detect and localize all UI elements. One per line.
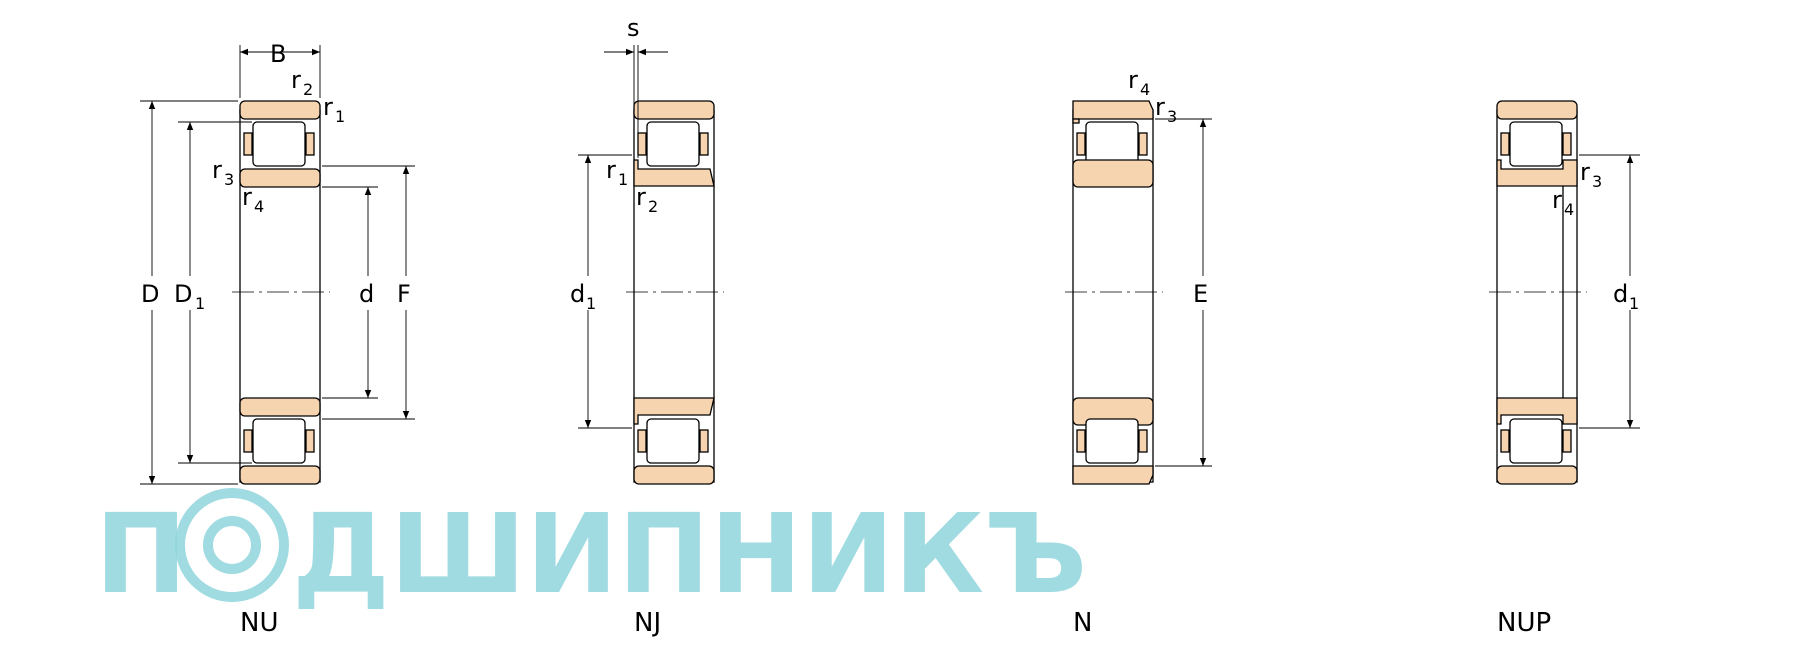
svg-text:2: 2	[303, 80, 313, 99]
svg-text:4: 4	[254, 197, 264, 216]
watermark-text: ДШИПНИКЪ	[292, 490, 1087, 618]
svg-text:1: 1	[335, 107, 345, 126]
watermark-letter: П	[95, 490, 187, 618]
n-inner-ring-top	[1072, 159, 1154, 188]
nu-roller-bottom	[252, 418, 306, 464]
watermark: П ДШИПНИКЪ	[95, 488, 1087, 618]
svg-text:1: 1	[618, 170, 628, 189]
nup-roller-top	[1509, 121, 1563, 167]
svg-text:3: 3	[1592, 172, 1602, 191]
svg-text:4: 4	[1564, 200, 1574, 219]
svg-text:1: 1	[586, 294, 596, 313]
label-d: d	[359, 280, 374, 308]
nu-cage-bottom-left	[243, 429, 253, 453]
bearing-nu: B D D 1 d F r 2 r 1 r 3 r 4	[136, 40, 418, 485]
nu-cage-bottom-right	[305, 429, 315, 453]
label-D1: D	[174, 280, 192, 308]
nu-r4: r	[242, 183, 252, 211]
n-r4: r	[1128, 66, 1138, 94]
nu-r2: r	[291, 66, 301, 94]
caption-nj: NJ	[634, 608, 661, 638]
nu-inner-ring-bottom	[239, 397, 321, 417]
nup-inner-ring-bottom	[1496, 397, 1578, 425]
nup-roller-bottom	[1509, 418, 1563, 464]
nu-cage-top-left	[243, 132, 253, 156]
nu-r1: r	[323, 93, 333, 121]
svg-text:3: 3	[1167, 107, 1177, 126]
nj-r2: r	[636, 183, 646, 211]
nu-r3: r	[212, 156, 222, 184]
n-roller-bottom	[1085, 418, 1139, 464]
label-D: D	[141, 280, 159, 308]
caption-nup: NUP	[1497, 608, 1551, 638]
label-D1-sub: 1	[195, 294, 205, 313]
nup-r4: r	[1552, 186, 1562, 214]
svg-text:3: 3	[224, 170, 234, 189]
n-outer-ring-bottom	[1072, 465, 1154, 485]
nu-outer-ring-bottom	[239, 465, 321, 485]
nj-inner-ring-top	[633, 159, 715, 187]
svg-text:4: 4	[1140, 80, 1150, 99]
nu-inner-ring-top	[239, 168, 321, 188]
watermark-bearing-icon	[175, 488, 289, 602]
label-b: B	[270, 40, 286, 68]
svg-text:1: 1	[1629, 294, 1639, 313]
bearing-nup: d 1 r 3 r 4	[1489, 100, 1648, 485]
nu-cage-top-right	[305, 132, 315, 156]
nj-outer-ring-bottom	[633, 465, 715, 485]
bearing-nj: s d 1 r 1 r 2	[568, 14, 724, 485]
nj-r1: r	[606, 156, 616, 184]
label-nup-d1: d	[1613, 280, 1628, 308]
nu-outer-ring-top	[239, 100, 321, 120]
svg-text:2: 2	[648, 197, 658, 216]
caption-nu: NU	[240, 608, 278, 638]
label-nj-d1: d	[570, 280, 585, 308]
bearing-n: E r 4 r 3	[1065, 66, 1216, 485]
label-E: E	[1193, 280, 1208, 308]
nj-inner-ring-bottom	[633, 397, 715, 425]
nup-r3: r	[1580, 158, 1590, 186]
n-r3: r	[1155, 93, 1165, 121]
nup-inner-ring-top	[1496, 159, 1578, 187]
nj-roller-top	[646, 121, 700, 167]
nj-outer-ring-top	[633, 100, 715, 120]
nup-outer-ring-bottom	[1496, 465, 1578, 485]
label-s: s	[627, 14, 640, 42]
nj-roller-bottom	[646, 418, 700, 464]
caption-n: N	[1073, 608, 1092, 638]
n-outer-ring-top	[1072, 100, 1154, 120]
nu-roller-top	[252, 121, 306, 167]
nup-outer-ring-top	[1496, 100, 1578, 120]
label-F: F	[397, 280, 411, 308]
